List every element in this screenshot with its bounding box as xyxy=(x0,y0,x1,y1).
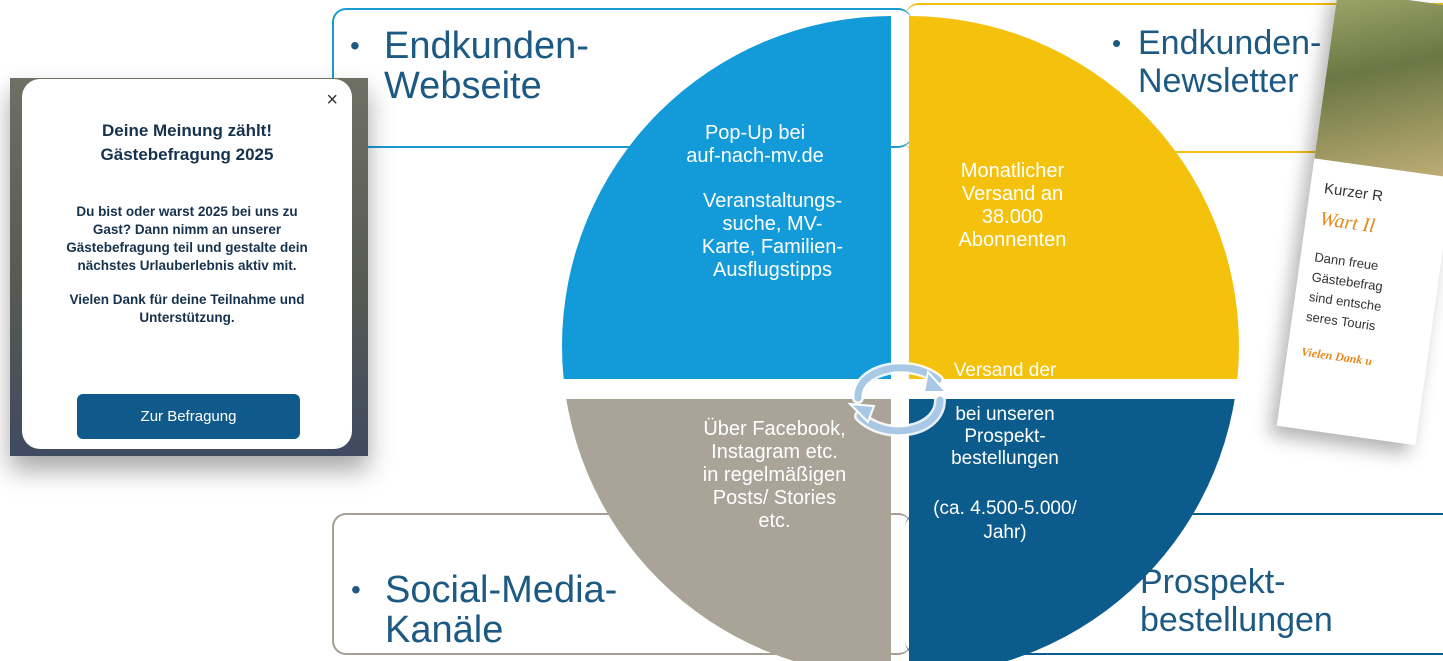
website-label-line1: Endkunden- xyxy=(384,25,589,67)
popup-body-line: Gast? Dann nimm an unserer xyxy=(92,222,282,237)
text-line: bestellungen xyxy=(951,448,1059,469)
text-line: Jahr) xyxy=(983,522,1027,543)
quadrant-website-text2: Veranstaltungs- suche, MV- Karte, Famili… xyxy=(670,190,875,282)
text-line: Monatlicher xyxy=(960,160,1065,182)
text-line: bei unseren xyxy=(955,404,1055,425)
popup-body-line: Unterstützung. xyxy=(139,310,235,325)
cycle-arrows-icon xyxy=(847,361,949,437)
text-line: Instagram etc. xyxy=(711,441,838,463)
website-label-line2: Webseite xyxy=(384,65,542,107)
prospekt-label: • Prospekt- bestellungen xyxy=(1116,563,1333,639)
popup-body-line: nächstes Urlauberlebnis aktiv mit. xyxy=(77,258,297,273)
text-line: Pop-Up bei xyxy=(704,122,806,144)
social-label: • Social-Media- Kanäle xyxy=(351,569,618,651)
newsletter-label: • Endkunden- Newsletter xyxy=(1112,24,1322,100)
text-line: Posts/ Stories xyxy=(712,487,837,509)
newsletter-label-line2: Newsletter xyxy=(1138,62,1299,100)
popup-body: Du bist oder warst 2025 bei uns zu Gast?… xyxy=(40,203,334,343)
quadrant-prospekt-text2: (ca. 4.500-5.000/ Jahr) xyxy=(930,497,1080,545)
newsletter-heading: Wart Il xyxy=(1318,207,1377,238)
quadrant-website xyxy=(562,8,891,379)
quadrant-prospekt xyxy=(909,399,1239,661)
text-line: auf-nach-mv.de xyxy=(686,145,824,167)
popup-title-line1: Deine Meinung zählt! xyxy=(102,121,272,140)
quadrant-newsletter-text: Monatlicher Versand an 38.000 Abonnenten xyxy=(935,160,1090,252)
text-line: etc. xyxy=(758,510,791,532)
text-line: Versand an xyxy=(961,183,1064,205)
prospekt-label-line2: bestellungen xyxy=(1140,601,1333,639)
bullet: • xyxy=(351,574,361,605)
popup-paragraph: Vielen Dank für deine Teilnahme und Unte… xyxy=(40,291,334,327)
quadrant-social-text: Über Facebook, Instagram etc. in regelmä… xyxy=(672,418,877,533)
quadrant-social xyxy=(562,399,891,661)
newsletter-photo xyxy=(1314,0,1443,181)
website-label: • Endkunden- Webseite xyxy=(350,25,589,107)
text-line: Feedback-Karte xyxy=(937,382,1073,403)
social-label-line2: Kanäle xyxy=(385,609,504,651)
social-label-line1: Social-Media- xyxy=(385,569,618,611)
quadrant-newsletter xyxy=(909,8,1239,379)
bullet: • xyxy=(350,30,360,61)
newsletter-signoff: Vielen Dank u xyxy=(1300,344,1373,369)
survey-button[interactable]: Zur Befragung xyxy=(77,394,300,439)
text-line: 38.000 xyxy=(981,206,1044,228)
text-line: Abonnenten xyxy=(958,229,1067,251)
text-line: Versand der xyxy=(953,360,1057,381)
popup-body-line: Gästebefragung teil und gestalte dein xyxy=(66,240,308,255)
bullet: • xyxy=(1112,28,1122,58)
newsletter-text: Kurzer R xyxy=(1323,180,1385,206)
popup-title-line2: Gästebefragung 2025 xyxy=(100,145,274,164)
text-line: (ca. 4.500-5.000/ xyxy=(933,498,1077,519)
text-line: Karte, Familien- xyxy=(701,236,844,258)
popup-body-line: Du bist oder warst 2025 bei uns zu xyxy=(76,204,298,219)
close-icon[interactable]: × xyxy=(326,89,338,111)
quadrant-website-text1: Pop-Up bei auf-nach-mv.de xyxy=(665,122,845,168)
newsletter-label-line1: Endkunden- xyxy=(1138,24,1322,62)
prospekt-label-line1: Prospekt- xyxy=(1140,563,1286,601)
popup-body-line: Vielen Dank für deine Teilnahme und xyxy=(69,292,305,307)
text-line: Prospekt- xyxy=(964,426,1046,447)
newsletter-text: seres Touris xyxy=(1305,308,1377,334)
quadrant-prospekt-text1: Versand der Feedback-Karte bei unseren P… xyxy=(930,360,1080,470)
text-line: Veranstaltungs- xyxy=(703,190,842,212)
newsletter-text: Dann freue xyxy=(1313,249,1380,274)
survey-popup: × Deine Meinung zählt! Gästebefragung 20… xyxy=(22,79,352,449)
popup-title: Deine Meinung zählt! Gästebefragung 2025 xyxy=(22,119,352,167)
text-line: Über Facebook, xyxy=(703,418,846,440)
text-line: Ausflugstipps xyxy=(713,259,832,281)
text-line: in regelmäßigen xyxy=(702,464,847,486)
popup-paragraph: Du bist oder warst 2025 bei uns zu Gast?… xyxy=(40,203,334,275)
text-line: suche, MV- xyxy=(722,213,823,235)
